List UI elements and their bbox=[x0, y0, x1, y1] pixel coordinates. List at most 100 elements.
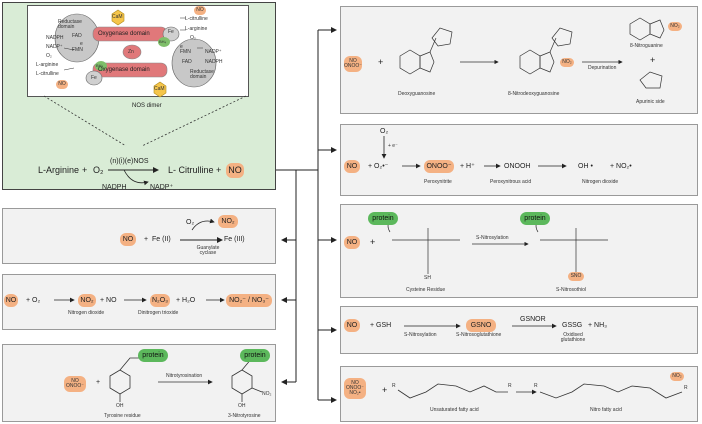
guanylate-plus: + bbox=[144, 236, 149, 243]
nos-no-right: NO bbox=[194, 6, 206, 15]
guanine-deoxyguanosine: Deoxyguanosine bbox=[398, 91, 436, 97]
main-no: NO bbox=[226, 163, 244, 178]
guanylate-fe3: Fe (III) bbox=[224, 236, 245, 243]
nos-dimer-label: NOS dimer bbox=[132, 103, 162, 109]
peroxy-oh: OH • bbox=[578, 163, 593, 170]
gsh-nitrosoglutathione-label: S-Nitrosoglutathione bbox=[456, 332, 502, 338]
dinitrogen-no2: NO₂ bbox=[78, 294, 96, 307]
main-enzyme: (n)(i)(e)NOS bbox=[110, 158, 149, 165]
gsh-gsnor: GSNOR bbox=[520, 316, 546, 323]
nos-cam-bottom: CaM bbox=[154, 86, 165, 92]
gsh-oxidised-label: Oxidised glutathione bbox=[560, 332, 586, 343]
dinitrogen-products: NO₂⁻ / NO₃⁻ bbox=[226, 294, 272, 307]
peroxy-superoxide: + O₂•⁻ bbox=[368, 163, 389, 170]
nos-o2-left: O₂ bbox=[46, 53, 52, 59]
nos-lcit-left: L-citrulline bbox=[36, 71, 59, 77]
fatty-r2: R bbox=[508, 383, 512, 389]
nos-nadph-right: NADPH bbox=[205, 59, 223, 65]
tyrosine-oh-right: OH bbox=[238, 403, 246, 409]
cysteine-no: NO bbox=[344, 236, 360, 249]
nos-e-left: e bbox=[80, 41, 83, 47]
cysteine-protein-right: protein bbox=[520, 212, 550, 225]
guanine-plus: + bbox=[378, 57, 384, 67]
gsh-gsh: + GSH bbox=[370, 322, 392, 329]
nos-nadp-left: NADP⁺ bbox=[46, 44, 63, 50]
fatty-r3: R bbox=[534, 383, 538, 389]
nos-o2-right: O₂ bbox=[190, 35, 196, 41]
nos-reductase-left: Reductase domain bbox=[58, 19, 82, 30]
nos-oxygenase-top: Oxygenase domain bbox=[98, 31, 150, 37]
fatty-plus: + bbox=[382, 385, 388, 395]
nos-bh4-bottom: BH₄ bbox=[96, 63, 104, 68]
dinitrogen-plus-no: + NO bbox=[100, 297, 117, 304]
nos-reductase-right: Reductase domain bbox=[190, 69, 214, 80]
peroxy-label-peroxynitrite: Peroxynitrite bbox=[424, 179, 452, 185]
guanylate-enzyme: Guanylate cyclase bbox=[196, 245, 220, 256]
guanine-reactant: NO ONOO⁻ bbox=[344, 56, 362, 72]
nos-fe-top: Fe bbox=[168, 29, 174, 35]
dinitrogen-no: NO bbox=[4, 294, 18, 307]
main-plus: + bbox=[82, 165, 88, 175]
nos-panel bbox=[2, 2, 276, 190]
guanylate-o2: O₂ bbox=[186, 219, 195, 226]
nos-fe-bottom: Fe bbox=[91, 75, 97, 81]
fatty-r1: R bbox=[392, 383, 396, 389]
fatty-r4: R bbox=[684, 385, 688, 391]
nos-cam-top: CaM bbox=[112, 14, 123, 20]
fatty-panel bbox=[340, 366, 698, 422]
nos-larg-left: L-arginine bbox=[36, 62, 59, 68]
nos-bh4-top: BH₄ bbox=[159, 39, 167, 44]
gsh-panel bbox=[340, 306, 698, 354]
nos-fmn-left: FMN bbox=[72, 47, 83, 53]
dinitrogen-dinitrogen-trioxide: Dinitrogen trioxide bbox=[138, 310, 179, 316]
cysteine-residue-label: Cysteine Residue bbox=[406, 287, 446, 293]
tyrosine-plus: + bbox=[96, 379, 101, 386]
cysteine-sh: SH bbox=[424, 275, 431, 281]
cysteine-plus: + bbox=[370, 237, 376, 247]
peroxynitrite-panel bbox=[340, 124, 698, 196]
guanine-depurination: Depurination bbox=[588, 65, 617, 71]
guanine-nitrodeoxyguanosine: 8-Nitrodeoxyguanosine bbox=[508, 91, 560, 97]
tyrosine-reactant: NO ONOO⁻ bbox=[64, 376, 86, 392]
guanine-plus2: + bbox=[650, 55, 656, 65]
peroxy-label-peroxynitrous: Peroxynitrous acid bbox=[490, 179, 532, 185]
tyrosine-no2: NO₂ bbox=[262, 391, 272, 397]
tyrosine-residue-label: Tyrosine residue bbox=[104, 413, 141, 419]
peroxy-onooh: ONOOH bbox=[504, 163, 531, 170]
peroxy-h: + H⁺ bbox=[460, 163, 475, 170]
main-plus2: + bbox=[216, 165, 222, 175]
peroxy-e: + e⁻ bbox=[388, 143, 398, 149]
gsh-nitrosylation-label: S-Nitrosylation bbox=[404, 332, 437, 338]
tyrosine-nitrotyrosine-label: 3-Nitrotyrosine bbox=[228, 413, 261, 419]
nos-zn: Zn bbox=[128, 49, 134, 55]
tyrosine-arrow-label: Nitrotyrosination bbox=[166, 373, 203, 379]
tyrosine-oh-left: OH bbox=[116, 403, 124, 409]
gsh-gsno: GSNO bbox=[466, 319, 496, 332]
main-o2: O₂ bbox=[93, 165, 104, 175]
dinitrogen-o2: + O₂ bbox=[26, 297, 41, 304]
nos-fad-right: FAD bbox=[182, 59, 192, 65]
nos-no-left: NO bbox=[56, 80, 68, 89]
tyrosine-protein-left: protein bbox=[138, 349, 168, 362]
nos-larg-right: L-arginine bbox=[185, 26, 208, 32]
nos-nadph-left: NADPH bbox=[46, 35, 64, 41]
tyrosine-protein-right: protein bbox=[240, 349, 270, 362]
dinitrogen-nitrogen-dioxide: Nitrogen dioxide bbox=[68, 310, 105, 316]
main-nadph: NADPH bbox=[102, 184, 127, 191]
gsh-no: NO bbox=[344, 319, 360, 332]
nos-e-right: e bbox=[180, 44, 183, 50]
dinitrogen-h2o: + H₂O bbox=[176, 297, 196, 304]
guanylate-no2: NO₂ bbox=[218, 215, 238, 228]
guanylate-no: NO bbox=[120, 233, 136, 246]
gsh-gssg: GSSG bbox=[562, 322, 583, 329]
cysteine-arrow-label: S-Nitrosylation bbox=[476, 235, 509, 241]
cysteine-nitrosothiol-label: S-Nitrosothiol bbox=[556, 287, 587, 293]
fatty-nitro-label: Nitro fatty acid bbox=[590, 407, 622, 413]
peroxy-no2: + NO₂• bbox=[610, 163, 632, 170]
